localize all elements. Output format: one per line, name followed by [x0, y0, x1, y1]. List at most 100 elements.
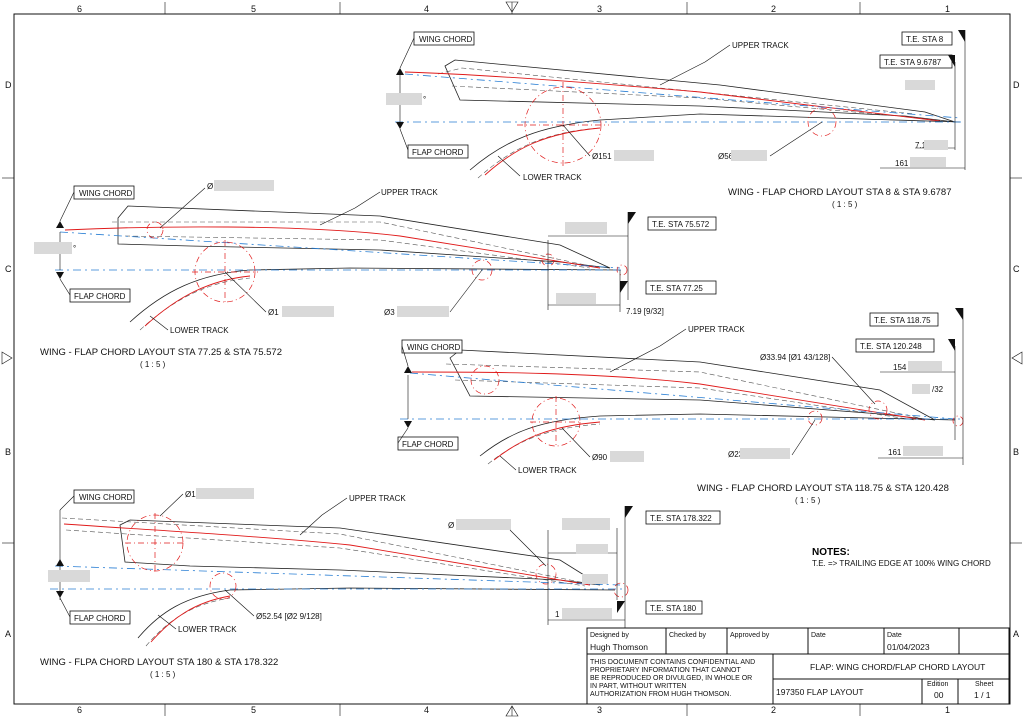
outer-frame [13, 13, 1011, 705]
date-label-2: Date [887, 632, 902, 639]
upper-track-label: UPPER TRACK [349, 494, 406, 503]
row-label: C [1013, 264, 1020, 274]
flap-outline [469, 113, 961, 171]
column-label: 6 [77, 4, 82, 14]
roller-diameter: Ø3 [384, 308, 395, 317]
column-label: 1 [945, 4, 950, 14]
track-offset-line [112, 221, 601, 269]
column-label: 6 [77, 705, 82, 715]
view-title: WING - FLAP CHORD LAYOUT STA 118.75 & ST… [697, 483, 949, 494]
view-sta-77: ° WING CHORD FLAP CHORD UPPER TRACK LOWE… [34, 180, 717, 369]
leader-line [497, 155, 521, 177]
pivot-diameter: Ø1 [268, 308, 279, 317]
track-offset-line [65, 529, 586, 587]
column-label: 5 [251, 4, 256, 14]
roller-diameter: Ø [207, 182, 213, 191]
te-label-a: T.E. STA 8 [906, 35, 944, 44]
lower-track-offset [487, 423, 601, 465]
te-label-a: T.E. STA 178.322 [650, 514, 712, 523]
roller-circle [470, 365, 500, 395]
wing-chord-line [409, 372, 956, 420]
upper-track-centerline [411, 371, 926, 421]
wing-chord-line [59, 231, 621, 269]
te-label-b: T.E. STA 77.25 [650, 284, 703, 293]
wing-chord-line [54, 565, 621, 586]
lower-track-label: LOWER TRACK [523, 173, 582, 182]
drawing-title: FLAP: WING CHORD/FLAP CHORD LAYOUT [810, 662, 985, 672]
wing-chord-line [404, 73, 961, 119]
upper-track-outline [119, 519, 601, 586]
lower-track-centerline [493, 421, 601, 461]
flap-chord-label: FLAP CHORD [74, 614, 126, 623]
row-labels-right: D C B A [1013, 80, 1020, 639]
te-tag-a [647, 216, 717, 231]
angle-dim-text: ° [73, 244, 76, 253]
upper-track-centerline [64, 226, 601, 269]
view-scale: ( 1 : 5 ) [795, 496, 821, 505]
lower-track-label: LOWER TRACK [518, 466, 577, 475]
flap-chord-label: FLAP CHORD [402, 440, 454, 449]
roller-diameter: Ø [448, 521, 454, 530]
te-tag-b [645, 600, 703, 615]
te-marker [613, 582, 629, 598]
row-label: D [5, 80, 12, 90]
te-tag-b [645, 280, 717, 295]
upper-track-label: UPPER TRACK [688, 325, 745, 334]
roller-diameter: Ø52.54 [Ø2 9/128] [256, 612, 322, 621]
leader-line [399, 128, 409, 151]
roller-circle [807, 107, 837, 137]
te-tag-b [855, 338, 935, 353]
confidential-line: PROPRIETARY INFORMATION THAT CANNOT [590, 667, 741, 674]
notes: NOTES: T.E. => TRAILING EDGE AT 100% WIN… [812, 547, 991, 568]
row-label: B [5, 447, 11, 457]
te-label-b: T.E. STA 9.6787 [884, 58, 942, 67]
view-sta-180: WING CHORD FLAP CHORD UPPER TRACK LOWER … [40, 488, 721, 679]
redacted-dim [614, 150, 654, 161]
upper-track-label: UPPER TRACK [732, 41, 789, 50]
flap-chord-label: FLAP CHORD [412, 148, 464, 157]
dim-text: 7.19 [9/32] [626, 307, 664, 316]
upper-track-outline [444, 59, 956, 123]
track-offset-line [437, 67, 916, 115]
view-title: WING - FLAP CHORD LAYOUT STA 77.25 & STA… [40, 347, 282, 358]
column-label: 3 [597, 4, 602, 14]
leader-line [704, 44, 731, 63]
redacted-angle [386, 93, 422, 105]
column-label: 3 [597, 705, 602, 715]
lower-track-centerline [150, 595, 231, 643]
te-label-b: T.E. STA 180 [650, 604, 697, 613]
redacted-angle [34, 242, 72, 254]
track-offset-line [454, 379, 916, 421]
te-marker [952, 415, 964, 427]
flap-outline [129, 267, 621, 323]
confidential-line: BE REPRODUCED OR DIVULGED, IN WHOLE OR [590, 675, 752, 682]
te-label-a: T.E. STA 75.572 [652, 220, 710, 229]
column-label: 4 [424, 4, 429, 14]
row-label: A [1013, 629, 1019, 639]
column-labels-top: 6 5 4 3 2 1 [77, 4, 950, 14]
roller-circle [807, 410, 823, 426]
upper-track-outline [117, 205, 611, 269]
row-labels-left: D C B A [5, 80, 12, 639]
view-title: WING - FLPA CHORD LAYOUT STA 180 & STA 1… [40, 657, 278, 668]
date-value: 01/04/2023 [887, 642, 930, 652]
te-label-b: T.E. STA 120.248 [860, 342, 922, 351]
edition-label: Edition [927, 681, 949, 688]
dim-text: /32 [932, 385, 944, 394]
row-label: C [5, 264, 12, 274]
designed-by-value: Hugh Thomson [590, 642, 648, 652]
column-label: 4 [424, 705, 429, 715]
dim-text: 154 [893, 363, 907, 372]
track-offset-line [124, 235, 591, 269]
roller-diameter: Ø56 [718, 152, 734, 161]
designed-by-label: Designed by [590, 632, 629, 639]
flap-chord-label: FLAP CHORD [74, 292, 126, 301]
redacted-dim [731, 150, 767, 161]
wing-chord-label: WING CHORD [419, 35, 473, 44]
sheet-value: 1 / 1 [974, 690, 991, 700]
pivot-diameter: Ø151 [592, 152, 612, 161]
wing-chord-tag [73, 489, 135, 504]
flap-chord-tag [407, 144, 469, 159]
